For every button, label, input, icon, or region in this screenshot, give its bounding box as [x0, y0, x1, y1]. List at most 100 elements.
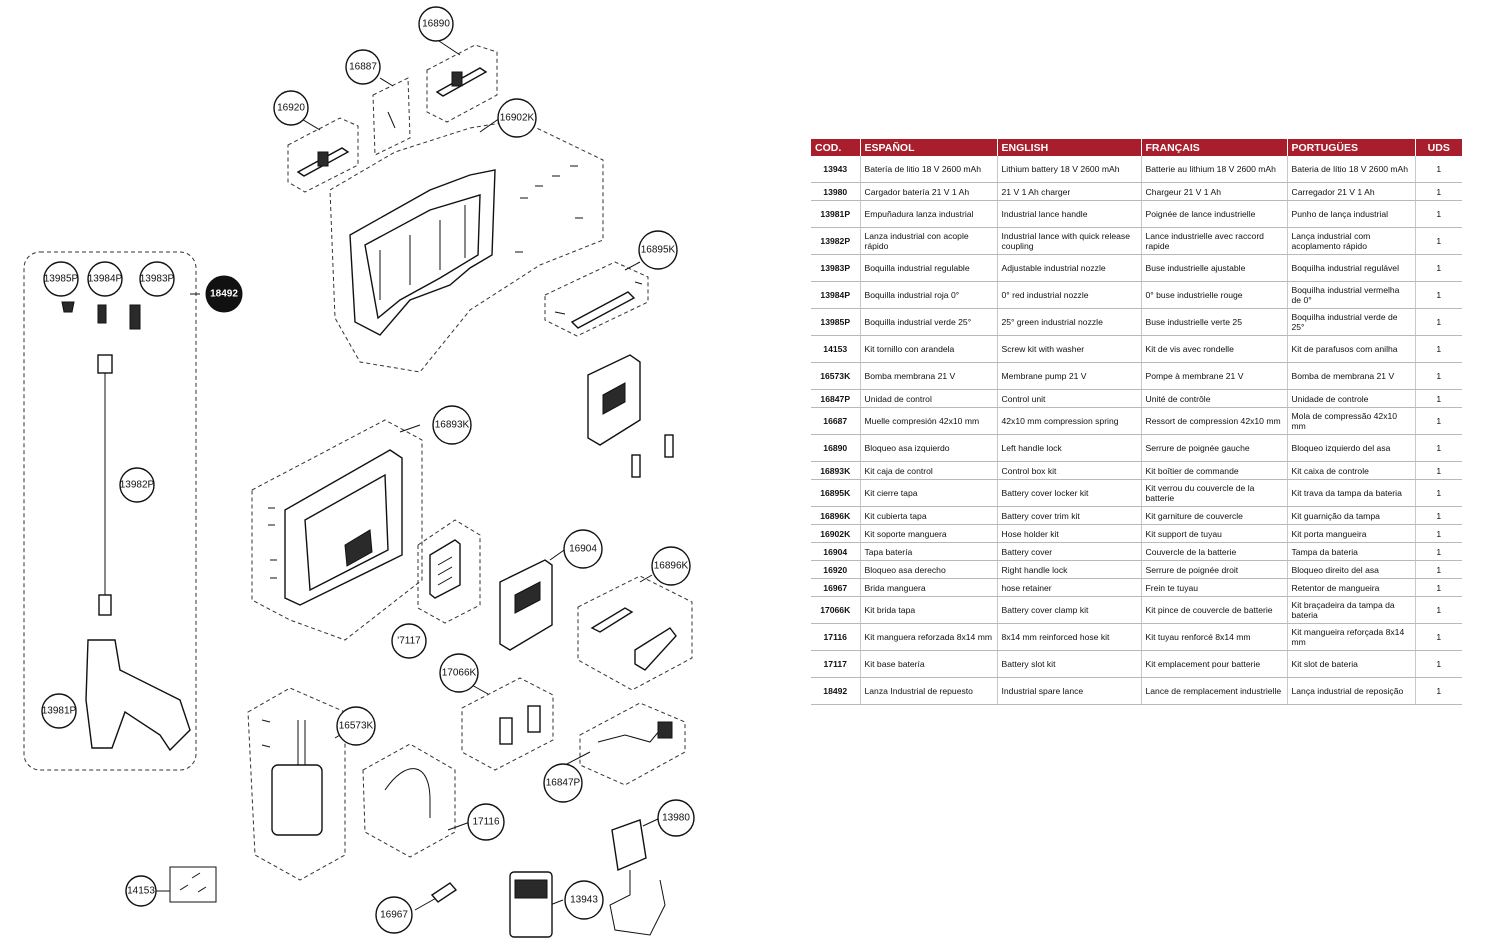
- cell-spanish: Kit brida tapa: [860, 596, 998, 624]
- cell-portuguese: Mola de compressão 42x10 mm: [1287, 407, 1416, 435]
- callout-13983P: 13983P: [139, 261, 175, 297]
- part-16902K-sketch: [349, 165, 583, 336]
- cell-spanish: Boquilla industrial roja 0°: [860, 281, 998, 309]
- cell-code: 16904: [811, 542, 861, 561]
- cell-units: 1: [1415, 434, 1462, 462]
- group-outline-18492: [23, 251, 197, 771]
- cell-english: Battery cover: [997, 542, 1142, 561]
- cell-english: 21 V 1 Ah charger: [997, 182, 1142, 201]
- cell-spanish: Boquilla industrial regulable: [860, 254, 998, 282]
- cell-units: 1: [1415, 677, 1462, 705]
- cell-french: Serrure de poignée droit: [1141, 560, 1288, 579]
- cell-portuguese: Kit porta mangueira: [1287, 524, 1416, 543]
- cell-code: 17117: [811, 650, 861, 678]
- cell-portuguese: Kit de parafusos com anilha: [1287, 335, 1416, 363]
- cell-spanish: Kit soporte manguera: [860, 524, 998, 543]
- part-13980-sketch: [609, 819, 666, 936]
- group-outline-16847P: [579, 702, 686, 786]
- callout-16902K: 16902K: [497, 98, 537, 138]
- callout-16887: 16887: [345, 49, 381, 85]
- cell-english: Battery cover trim kit: [997, 506, 1142, 525]
- cell-units: 1: [1415, 596, 1462, 624]
- cell-units: 1: [1415, 200, 1462, 228]
- cell-english: Hose holder kit: [997, 524, 1142, 543]
- callout-13982P: 13982P: [119, 467, 155, 503]
- cell-french: Batterie au lithium 18 V 2600 mAh: [1141, 156, 1288, 183]
- cell-code: 13980: [811, 182, 861, 201]
- cell-portuguese: Lança industrial com acoplamento rápido: [1287, 227, 1416, 255]
- svg-text:14153: 14153: [127, 886, 155, 897]
- screws-16902K: [515, 165, 583, 253]
- cell-portuguese: Kit braçadeira da tampa da bateria: [1287, 596, 1416, 624]
- cell-spanish: Kit cierre tapa: [860, 479, 998, 507]
- cell-code: 16847P: [811, 389, 861, 408]
- cell-french: Serrure de poignée gauche: [1141, 434, 1288, 462]
- callout-14153: 14153: [125, 875, 157, 907]
- group-outline-16920: [287, 117, 359, 193]
- callout-16890: 16890: [418, 6, 454, 42]
- svg-text:16920: 16920: [277, 103, 305, 114]
- svg-text:17116: 17116: [472, 817, 500, 828]
- cell-units: 1: [1415, 479, 1462, 507]
- cell-units: 1: [1415, 182, 1462, 201]
- cell-units: 1: [1415, 407, 1462, 435]
- group-outline-16902K: [329, 119, 604, 373]
- cell-units: 1: [1415, 156, 1462, 183]
- svg-text:16896K: 16896K: [654, 561, 689, 572]
- svg-text:13984P: 13984P: [88, 274, 123, 285]
- cell-portuguese: Bloqueo izquierdo del asa: [1287, 434, 1416, 462]
- cell-spanish: Batería de litio 18 V 2600 mAh: [860, 156, 998, 183]
- header-francais: FRANÇAIS: [1141, 139, 1288, 156]
- callout-16573K: 16573K: [336, 706, 376, 746]
- group-outline-17116: [362, 743, 456, 858]
- cell-units: 1: [1415, 335, 1462, 363]
- cell-spanish: Bloqueo asa derecho: [860, 560, 998, 579]
- callout-16920: 16920: [273, 90, 309, 126]
- header-cod: COD.: [811, 139, 861, 156]
- svg-text:16887: 16887: [349, 62, 377, 73]
- cell-french: 0° buse industrielle rouge: [1141, 281, 1288, 309]
- parts-table: COD. ESPAÑOL ENGLISH FRANÇAIS PORTUGÜES …: [811, 139, 1462, 705]
- cell-spanish: Kit caja de control: [860, 461, 998, 480]
- cell-code: 17066K: [811, 596, 861, 624]
- callout-17116: 17116: [467, 803, 505, 841]
- cell-english: Industrial lance with quick release coup…: [997, 227, 1142, 255]
- cell-english: hose retainer: [997, 578, 1142, 597]
- parts-list-table: COD. ESPAÑOL ENGLISH FRANÇAIS PORTUGÜES …: [811, 139, 1462, 705]
- cell-units: 1: [1415, 542, 1462, 561]
- callout-17066K: 17066K: [439, 653, 479, 693]
- svg-text:16847P: 16847P: [546, 778, 581, 789]
- cell-spanish: Cargador batería 21 V 1 Ah: [860, 182, 998, 201]
- svg-text:13982P: 13982P: [120, 480, 155, 491]
- part-16896K-sketch: [590, 607, 677, 671]
- svg-text:16890: 16890: [422, 19, 450, 30]
- cell-code: 13985P: [811, 308, 861, 336]
- svg-text:13943: 13943: [570, 895, 598, 906]
- cell-portuguese: Kit slot de bateria: [1287, 650, 1416, 678]
- cell-code: 13943: [811, 156, 861, 183]
- cell-french: Ressort de compression 42x10 mm: [1141, 407, 1288, 435]
- callout-16896K: 16896K: [651, 546, 691, 586]
- svg-text:13983P: 13983P: [140, 274, 175, 285]
- callout-16967: 16967: [375, 896, 413, 934]
- cell-code: 16573K: [811, 362, 861, 390]
- cell-portuguese: Retentor de mangueira: [1287, 578, 1416, 597]
- part-16573K-sketch: [261, 719, 323, 836]
- cell-french: Unité de contrôle: [1141, 389, 1288, 408]
- part-16904-sketch: [499, 559, 553, 651]
- header-uds: UDS: [1415, 139, 1462, 156]
- cell-french: Frein te tuyau: [1141, 578, 1288, 597]
